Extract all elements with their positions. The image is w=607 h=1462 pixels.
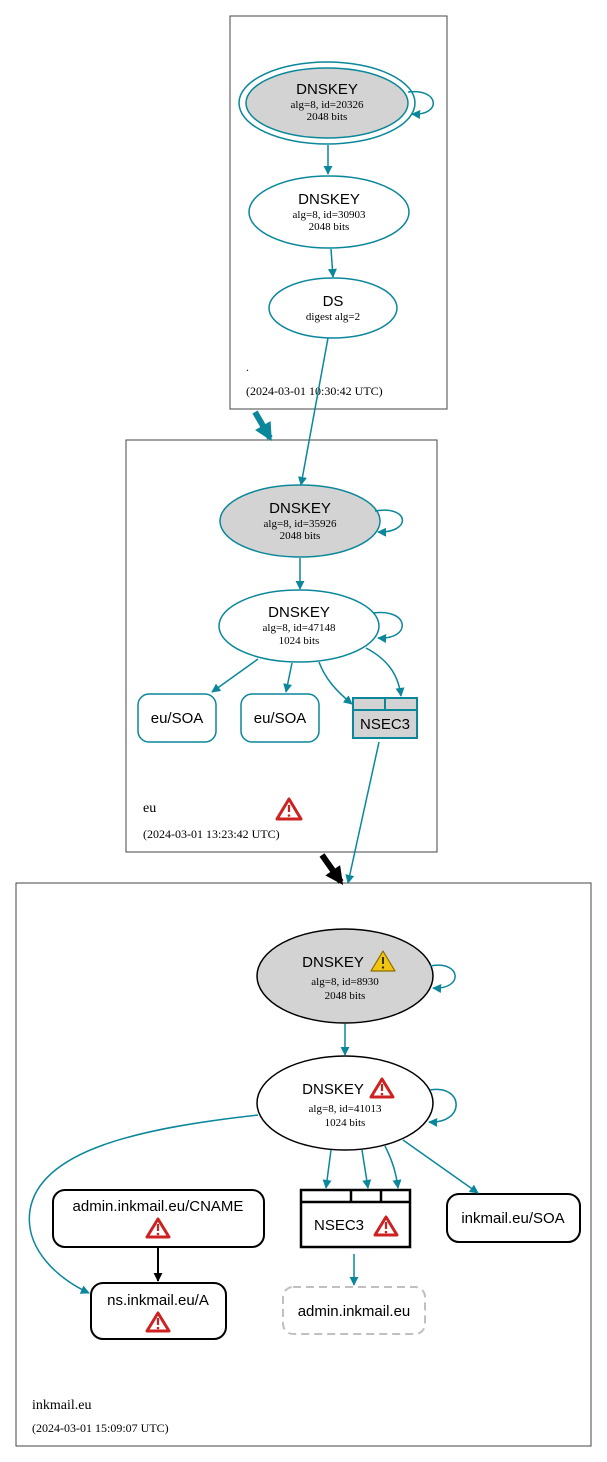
ink-admin-node[interactable]: admin.inkmail.eu [282,1286,426,1335]
eu-soa-node-1[interactable]: eu/SOA [137,693,217,743]
eu-ksk-node[interactable]: DNSKEY alg=8, id=35926 2048 bits [219,484,381,558]
eu-ksk-bits: 2048 bits [280,530,321,542]
ink-ksk-params: alg=8, id=8930 [311,976,379,988]
edge-root-zsk-to-ds [327,248,337,278]
delegation-eu-to-inkmail [319,853,344,885]
eu-zsk-title: DNSKEY [268,604,330,621]
ink-cname-label: admin.inkmail.eu/CNAME [73,1198,244,1215]
edge-ink-zsk-to-a [28,1114,259,1294]
eu-ds-title: DS [323,293,344,310]
eu-zsk-params: alg=8, id=47148 [263,622,336,634]
ink-zsk-title: DNSKEY [302,1081,364,1098]
ink-nsec3-node[interactable]: NSEC3 [299,1188,412,1249]
ink-zsk-params: alg=8, id=41013 [309,1103,382,1115]
root-ksk-title: DNSKEY [296,81,358,98]
zone-inkmail-timestamp: (2024-03-01 15:09:07 UTC) [32,1421,169,1435]
zone-inkmail-box [15,882,592,1447]
eu-soa-node-2[interactable]: eu/SOA [240,693,320,743]
delegation-root-to-eu [252,410,273,442]
edge-ink-zsk-to-nsec3-3 [384,1145,402,1189]
ink-nsec3-label: NSEC3 [314,1217,364,1234]
zone-eu-warning-icon[interactable] [275,797,303,821]
root-ksk-bits: 2048 bits [307,111,348,123]
warning-red-icon[interactable] [145,1311,171,1333]
ink-zsk-node[interactable]: DNSKEY alg=8, id=41013 1024 bits [256,1055,434,1151]
root-ksk-params: alg=8, id=20326 [291,99,364,111]
edge-eu-nsec3-to-ink-zone [345,741,380,884]
root-zsk-bits: 2048 bits [309,221,350,233]
eu-ds-node[interactable]: DS digest alg=2 [268,277,398,339]
edge-ink-zsk-to-soa [402,1139,479,1194]
eu-zsk-self-loop [372,611,403,643]
eu-soa-1-label: eu/SOA [151,710,204,727]
edge-eu-zsk-to-nsec3-a [318,661,353,705]
warning-red-icon[interactable] [373,1215,399,1237]
zone-inkmail-name: inkmail.eu [32,1398,92,1413]
root-zsk-title: DNSKEY [298,191,360,208]
ink-admin-label: admin.inkmail.eu [298,1303,411,1320]
root-zsk-node[interactable]: DNSKEY alg=8, id=30903 2048 bits [248,175,410,249]
ink-zsk-self-loop [428,1088,457,1127]
edge-ds-to-eu-ksk [298,337,329,486]
zone-eu-timestamp: (2024-03-01 13:23:42 UTC) [143,827,280,841]
zone-eu-box [125,439,438,853]
zone-root-timestamp: (2024-03-01 10:30:42 UTC) [246,384,383,398]
zone-root-name: . [246,360,249,374]
edge-eu-zsk-to-nsec3-b [365,647,405,697]
ink-a-node[interactable]: ns.inkmail.eu/A [90,1282,227,1340]
ink-zsk-bits: 1024 bits [325,1117,366,1129]
ink-ksk-title: DNSKEY [302,954,364,971]
eu-zsk-bits: 1024 bits [279,635,320,647]
eu-soa-2-label: eu/SOA [254,710,307,727]
warning-yellow-icon[interactable] [370,950,396,972]
ink-cname-node[interactable]: admin.inkmail.eu/CNAME [52,1189,265,1248]
warning-red-icon[interactable] [145,1217,171,1239]
ink-ksk-bits: 2048 bits [325,990,366,1002]
root-zsk-params: alg=8, id=30903 [293,209,366,221]
warning-red-icon[interactable] [369,1077,395,1099]
edge-ink-zsk-to-nsec3-2 [361,1149,372,1189]
eu-zsk-node[interactable]: DNSKEY alg=8, id=47148 1024 bits [218,589,380,663]
edge-ink-zsk-to-nsec3-1 [322,1149,332,1189]
eu-ksk-params: alg=8, id=35926 [264,518,337,530]
edge-eu-zsk-to-soa-1 [211,658,259,693]
eu-nsec3-label: NSEC3 [360,716,410,733]
ink-soa-node[interactable]: inkmail.eu/SOA [446,1193,581,1243]
ink-ksk-self-loop [429,964,456,994]
ink-ksk-node[interactable]: DNSKEY alg=8, id=8930 2048 bits [256,928,434,1024]
eu-ksk-self-loop [374,509,404,537]
eu-ksk-title: DNSKEY [269,500,331,517]
ink-soa-label: inkmail.eu/SOA [461,1210,564,1227]
eu-ds-digest: digest alg=2 [306,311,360,323]
eu-nsec3-node[interactable]: NSEC3 [352,697,418,739]
zone-root-box [229,15,448,410]
root-ksk-self-loop [407,90,434,120]
zone-eu-name: eu [143,801,156,816]
edge-eu-zsk-to-soa-2 [283,662,293,693]
ink-a-label: ns.inkmail.eu/A [107,1292,209,1309]
root-ksk-node[interactable]: DNSKEY alg=8, id=20326 2048 bits [238,61,416,145]
